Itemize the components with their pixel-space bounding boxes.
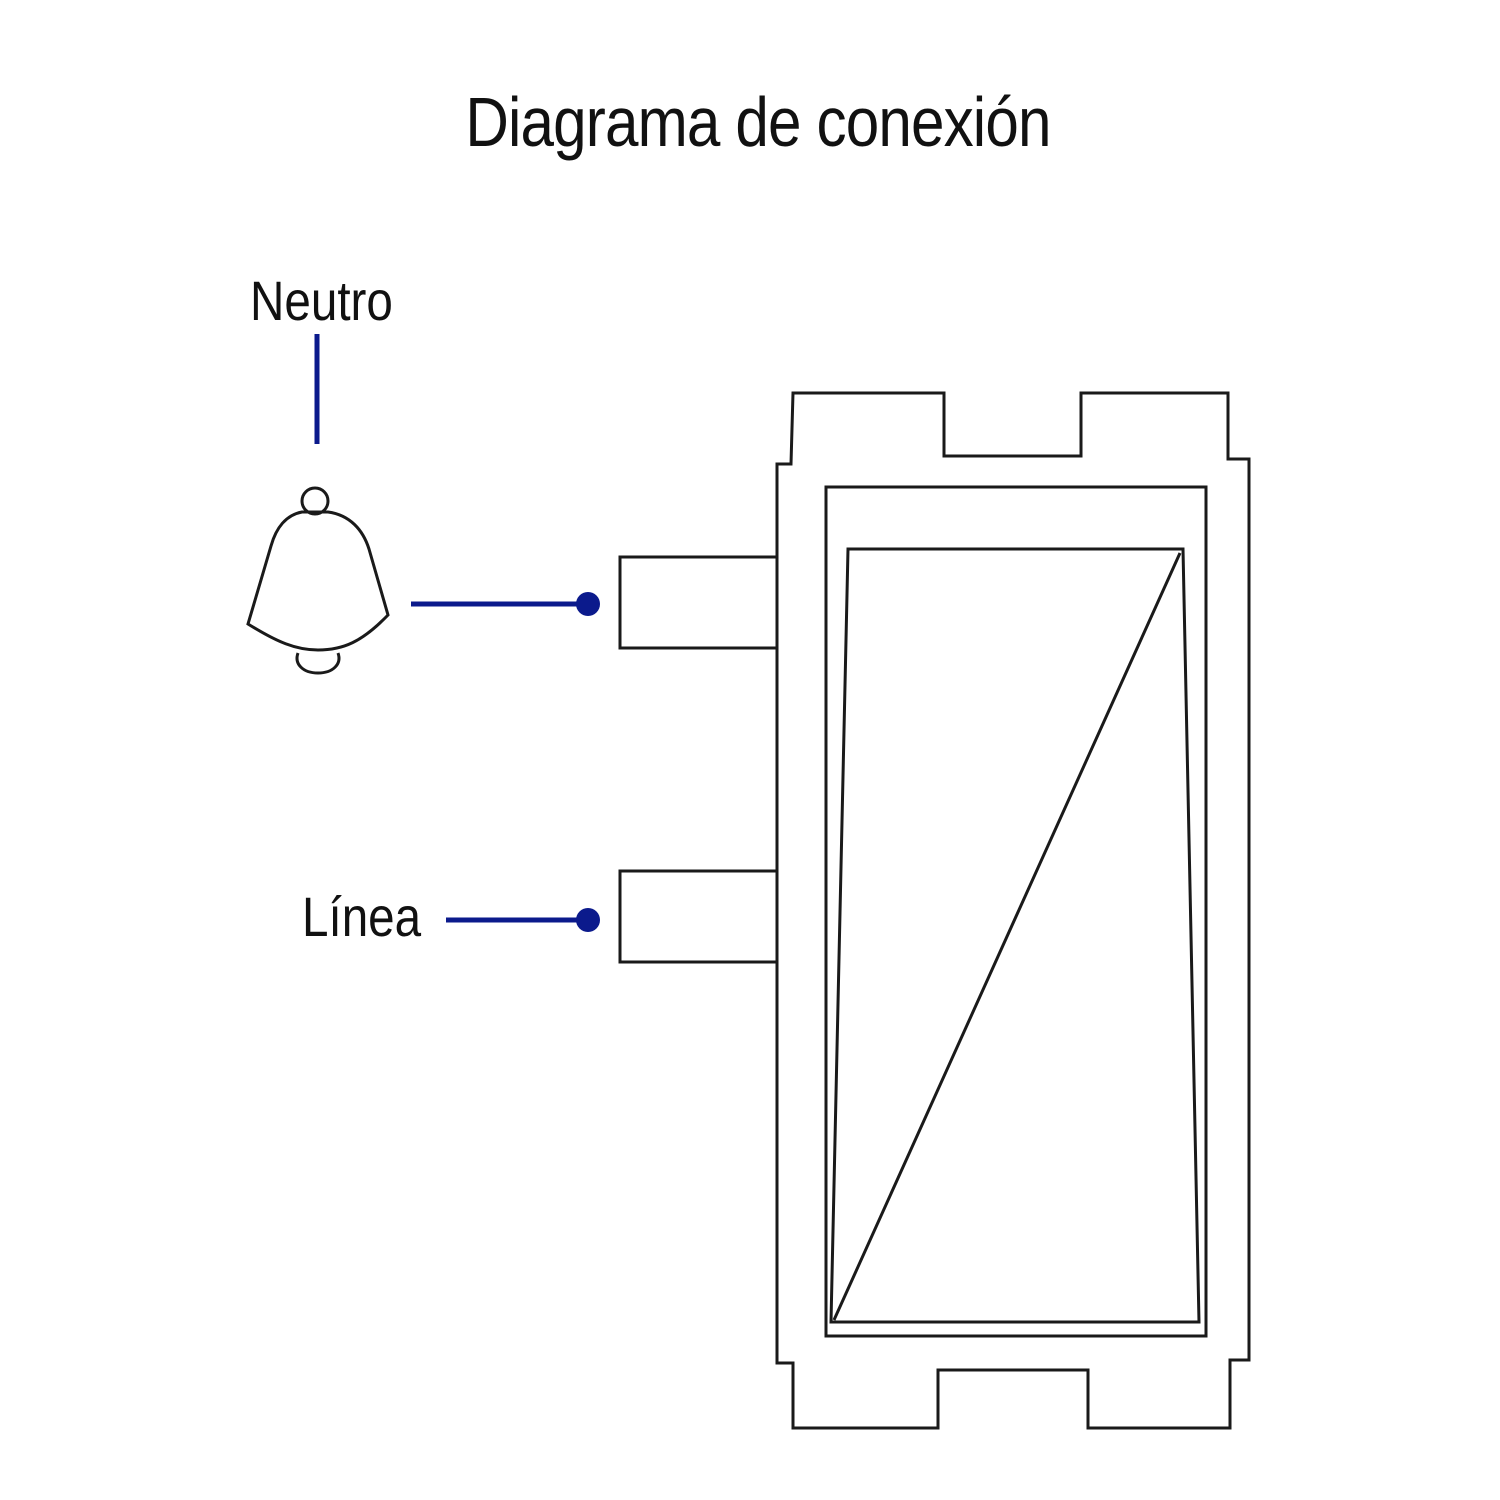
outlines <box>246 391 1251 1430</box>
wires <box>314 334 600 932</box>
bottom-terminal <box>618 869 776 964</box>
switch-outer-frame <box>775 391 1251 1430</box>
bell-body <box>246 510 390 652</box>
bottom-terminal-dot <box>576 908 600 932</box>
bell-icon <box>246 486 390 675</box>
switch-inner-frame <box>824 485 1208 1338</box>
rocker-diagonal <box>832 552 1182 1321</box>
switch-module-icon <box>618 391 1251 1430</box>
top-terminal-dot <box>576 592 600 616</box>
top-terminal <box>618 555 776 650</box>
neutral-label: Neutro <box>250 269 393 332</box>
line-label: Línea <box>302 885 422 948</box>
bell-clapper <box>295 652 341 675</box>
diagram-title: Diagrama de conexión <box>465 83 1051 161</box>
bell-top-knob <box>300 486 330 516</box>
rocker-outline <box>829 547 1201 1324</box>
